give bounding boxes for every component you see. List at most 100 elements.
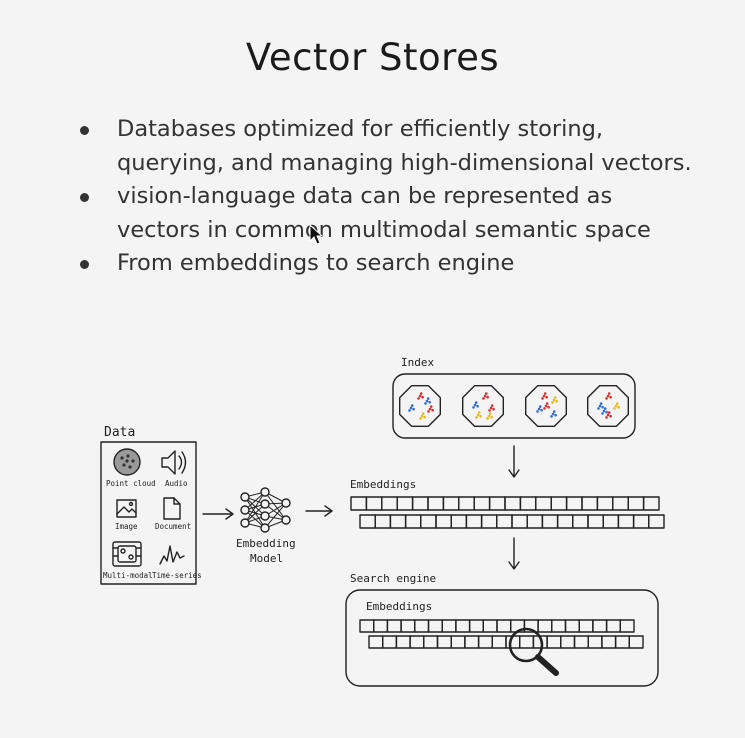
vector-point xyxy=(428,400,431,404)
vector-cell xyxy=(564,619,580,633)
bullet-text: vision-language data can be represented … xyxy=(117,183,651,243)
vector-point xyxy=(609,395,612,399)
data-item-label: Time-series xyxy=(152,571,202,580)
embedding-vector xyxy=(368,635,644,649)
vector-point xyxy=(487,414,491,418)
vector-cell xyxy=(427,496,445,511)
index-partition xyxy=(525,385,567,427)
vector-cell xyxy=(560,635,576,649)
search-engine-label: Search engine xyxy=(350,572,436,585)
vector-point xyxy=(555,399,558,403)
vector-cell xyxy=(587,635,603,649)
vector-cell xyxy=(642,496,660,511)
vector-point xyxy=(605,397,608,400)
index-partition xyxy=(462,385,504,427)
vector-cell xyxy=(373,619,389,633)
vector-point xyxy=(412,407,415,411)
vector-cell xyxy=(442,496,460,511)
vector-point xyxy=(607,392,611,395)
vector-point xyxy=(538,405,542,408)
vector-cell xyxy=(368,635,384,649)
vector-cell xyxy=(556,514,574,529)
vector-cell xyxy=(605,619,621,633)
embedding-vector xyxy=(359,514,665,529)
vector-point xyxy=(477,411,481,414)
vector-cell xyxy=(526,514,544,529)
vector-cell xyxy=(473,496,491,511)
vector-cell xyxy=(382,635,398,649)
vector-cell xyxy=(581,496,599,511)
arrow-right-icon xyxy=(305,505,333,517)
image-icon xyxy=(116,499,137,518)
vector-cell xyxy=(423,635,439,649)
data-panel xyxy=(100,441,197,585)
vector-point xyxy=(552,410,556,413)
vector-point xyxy=(424,402,427,405)
vector-point xyxy=(544,404,548,408)
document-icon xyxy=(163,497,181,520)
vector-point xyxy=(542,394,546,398)
model-label: Model xyxy=(250,552,283,565)
vector-point xyxy=(426,397,430,400)
vector-cell xyxy=(396,496,414,511)
vector-cell xyxy=(648,514,665,529)
vector-point xyxy=(597,407,600,410)
vector-point xyxy=(488,412,492,415)
arrow-right-icon xyxy=(202,508,234,520)
vector-cell xyxy=(450,514,468,529)
vector-point xyxy=(476,404,479,408)
vector-cell xyxy=(572,514,589,529)
vector-cell xyxy=(458,496,475,511)
vector-cell xyxy=(389,514,407,529)
vector-point xyxy=(423,415,426,419)
vector-point xyxy=(601,412,604,415)
mouse-cursor-icon xyxy=(309,224,324,245)
vector-point xyxy=(609,414,612,418)
vector-point xyxy=(550,415,553,418)
vector-point xyxy=(488,409,491,412)
multimodal-icon xyxy=(112,541,142,567)
vector-cell xyxy=(465,514,483,529)
vector-cell xyxy=(504,496,522,511)
vector-cell xyxy=(550,496,568,511)
bullet-dot xyxy=(80,193,89,202)
bullet-item: Databases optimized for efficiently stor… xyxy=(80,113,700,180)
index-clusters xyxy=(399,385,629,427)
vector-cell xyxy=(381,496,398,511)
vector-point xyxy=(551,401,554,404)
vector-cell xyxy=(627,496,645,511)
vector-cell xyxy=(350,496,368,511)
bullet-item: From embeddings to search engine xyxy=(80,247,700,281)
vector-point xyxy=(617,405,620,409)
vector-point xyxy=(486,417,489,420)
vector-cell xyxy=(496,619,512,633)
point-cloud-icon xyxy=(113,448,141,476)
vector-cell xyxy=(450,635,466,649)
vector-point xyxy=(606,394,610,398)
index-partition xyxy=(399,385,441,427)
vector-point xyxy=(486,395,489,399)
vector-cell xyxy=(477,635,494,649)
audio-icon xyxy=(161,450,187,475)
vector-point xyxy=(490,404,494,407)
search-embeddings-label: Embeddings xyxy=(366,600,432,613)
index-partition xyxy=(587,385,629,427)
vector-cell xyxy=(420,514,437,529)
vector-cell xyxy=(573,635,589,649)
vector-point xyxy=(547,405,550,409)
vector-point xyxy=(543,407,546,410)
vector-cell xyxy=(464,635,480,649)
index-label: Index xyxy=(401,356,434,369)
vector-point xyxy=(605,410,608,414)
data-item-label: Document xyxy=(155,522,191,531)
vector-cell xyxy=(365,496,383,511)
embedding-vector xyxy=(359,619,635,633)
bullet-item: vision-language data can be represented … xyxy=(80,180,700,247)
vector-cell xyxy=(519,635,535,649)
vector-cell xyxy=(409,635,425,649)
vector-cell xyxy=(404,514,422,529)
vector-point xyxy=(410,404,414,407)
vector-point xyxy=(479,414,482,418)
vector-point xyxy=(543,392,547,395)
vector-cell xyxy=(435,514,452,529)
